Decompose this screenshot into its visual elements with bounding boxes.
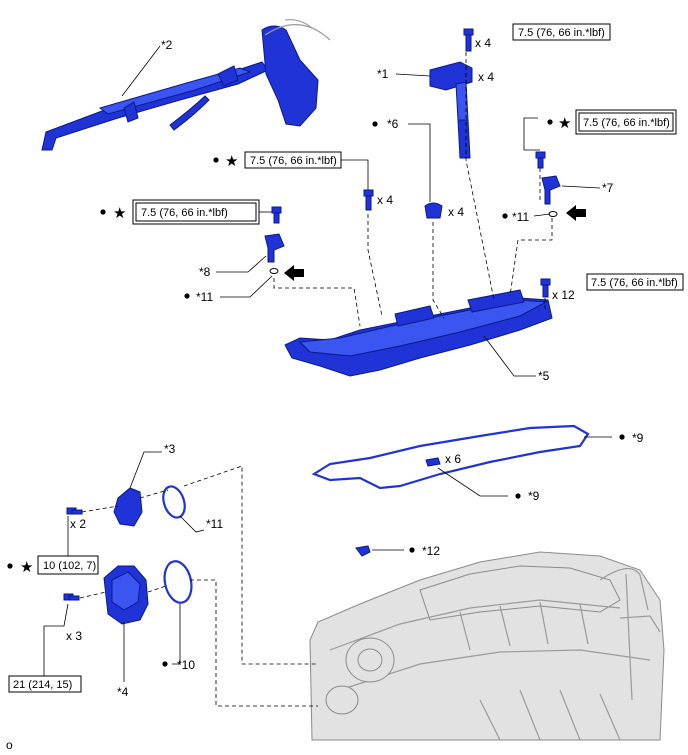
dot-icon	[213, 157, 219, 163]
dot-icon	[162, 661, 168, 667]
bolt-icon	[540, 278, 551, 298]
head-cover-gasket	[311, 424, 590, 490]
mid-bolt-qty: x 4	[377, 193, 393, 207]
dot-icon	[372, 121, 378, 127]
label-part-3: *3	[164, 442, 176, 456]
torque-pump-cover: 10 (102, 7)	[43, 560, 96, 572]
label-part-5: *5	[538, 369, 550, 383]
label-part-11-right: *11	[512, 210, 529, 224]
dot-icon	[547, 119, 553, 125]
o-ring	[548, 211, 558, 217]
label-part-11-left: *11	[196, 290, 213, 304]
vacuum-pump	[103, 565, 149, 625]
engine-block	[309, 551, 665, 741]
label-part-11-lower: *11	[206, 517, 223, 531]
dot-icon	[7, 563, 13, 569]
ignition-coil	[429, 61, 473, 159]
arrow-icon	[566, 205, 586, 221]
torque-top: 7.5 (76, 66 in.*lbf)	[518, 27, 605, 39]
corner-mark: o	[6, 738, 13, 752]
torque-box-top	[512, 23, 611, 41]
part-3-qty: x 2	[70, 517, 86, 531]
dot-icon	[409, 547, 415, 553]
star-icon: ★	[113, 204, 126, 222]
label-part-12: *12	[422, 544, 440, 558]
label-part-9-lower: *9	[528, 489, 540, 503]
label-part-6: *6	[387, 117, 399, 131]
torque-right: 7.5 (76, 66 in.*lbf)	[583, 117, 670, 129]
label-part-2: *2	[161, 38, 173, 52]
plug-tube-gasket	[424, 202, 443, 219]
arrow-icon	[284, 265, 304, 281]
top-bolt-qty: x 4	[475, 36, 491, 50]
small-gasket	[355, 545, 371, 557]
dot-icon	[184, 293, 190, 299]
label-part-7: *7	[602, 181, 614, 195]
star-icon: ★	[20, 558, 33, 576]
part-6-qty: x 4	[448, 205, 464, 219]
part-1-qty: x 4	[478, 70, 494, 84]
bolt-icon	[63, 593, 80, 601]
label-part-1: *1	[377, 67, 389, 81]
star-icon: ★	[225, 152, 238, 170]
label-part-4: *4	[117, 685, 129, 699]
torque-cover: 7.5 (76, 66 in.*lbf)	[591, 277, 678, 289]
label-part-8: *8	[199, 265, 211, 279]
bolt-icon	[363, 189, 374, 211]
o-ring-10	[163, 560, 193, 604]
dot-icon	[100, 209, 106, 215]
torque-left: 7.5 (76, 66 in.*lbf)	[141, 207, 228, 219]
o-ring-11	[162, 485, 186, 519]
label-part-9-upper: *9	[632, 431, 644, 445]
bolt-icon	[535, 151, 546, 169]
dot-icon	[502, 213, 508, 219]
bolt-icon	[271, 206, 282, 224]
dot-icon	[619, 434, 625, 440]
crank-position-sensor	[264, 233, 285, 263]
part-12-qty: x 12	[552, 288, 575, 302]
part-9-qty: x 6	[445, 452, 461, 466]
torque-box-cover	[586, 273, 684, 291]
dot-icon	[515, 493, 521, 499]
bolt-icon	[66, 507, 83, 515]
cylinder-head-cover	[284, 289, 553, 377]
cam-position-sensor	[541, 175, 561, 205]
torque-mid: 7.5 (76, 66 in.*lbf)	[250, 155, 337, 167]
torque-box-pump	[8, 675, 82, 693]
o-ring	[269, 268, 279, 274]
bolt-icon	[463, 28, 474, 52]
vacuum-pump-cover	[113, 487, 143, 527]
label-part-10: *10	[177, 658, 195, 672]
star-icon: ★	[558, 114, 571, 132]
plug-hole-gasket	[425, 457, 441, 467]
wire-harness	[41, 19, 331, 151]
part-4-qty: x 3	[66, 629, 82, 643]
torque-pump: 21 (214, 15)	[13, 679, 72, 691]
